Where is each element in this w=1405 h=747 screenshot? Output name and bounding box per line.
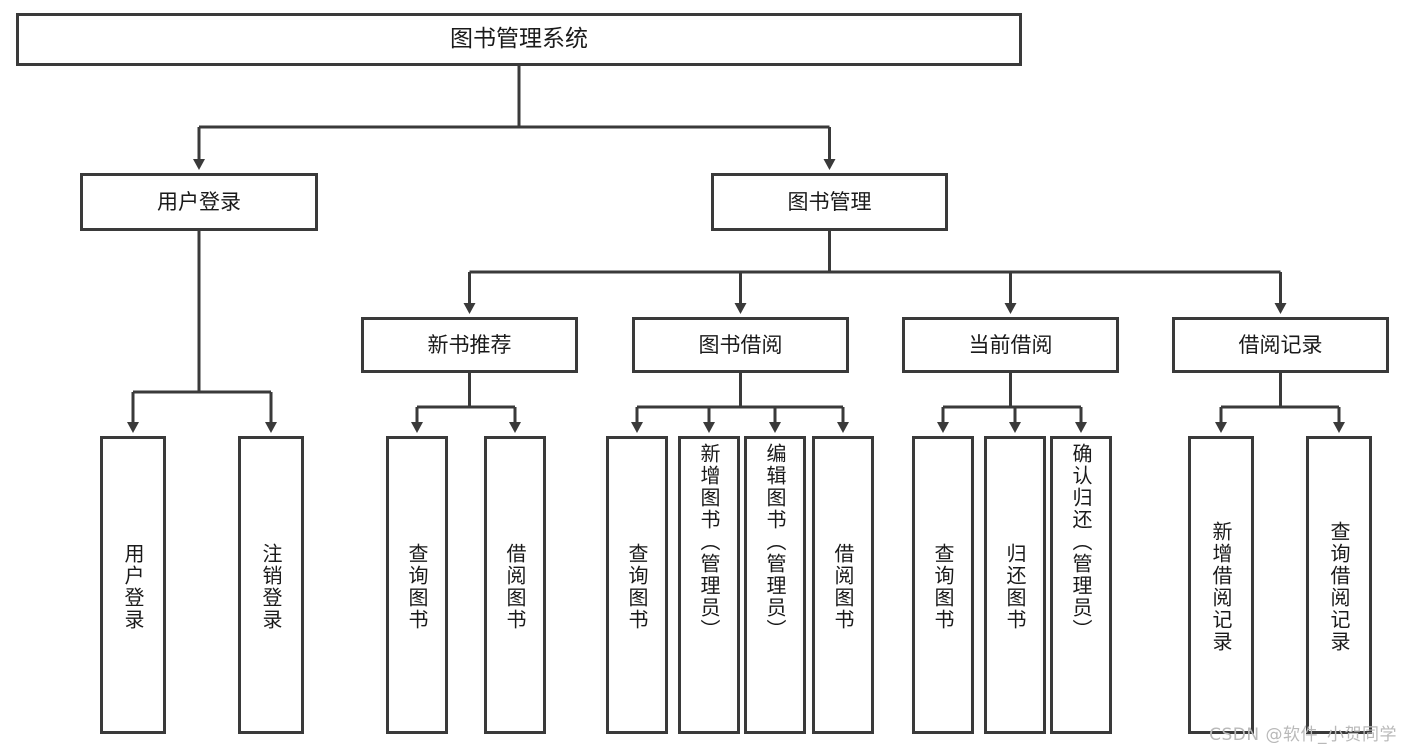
node-leaf-add-record-label: 新增借阅记录 — [1209, 521, 1233, 653]
node-leaf-query-book-3[interactable]: 查询图书 — [912, 436, 974, 734]
node-leaf-borrow-book-2[interactable]: 借阅图书 — [812, 436, 874, 734]
node-leaf-edit-book[interactable]: 编辑图书（管理员） — [744, 436, 806, 734]
node-book-manage-label: 图书管理 — [787, 189, 872, 214]
node-new-book-recommend[interactable]: 新书推荐 — [361, 317, 578, 373]
watermark-text: CSDN @软件_小贺同学 — [1209, 725, 1397, 745]
node-current-borrow[interactable]: 当前借阅 — [902, 317, 1119, 373]
node-user-login[interactable]: 用户登录 — [80, 173, 318, 231]
node-leaf-edit-book-label: 编辑图书（管理员） — [763, 443, 787, 641]
node-book-manage[interactable]: 图书管理 — [711, 173, 948, 231]
node-leaf-borrow-book-1[interactable]: 借阅图书 — [484, 436, 546, 734]
node-leaf-query-book-1[interactable]: 查询图书 — [386, 436, 448, 734]
node-leaf-borrow-book-2-label: 借阅图书 — [831, 543, 855, 631]
node-leaf-query-book-3-label: 查询图书 — [931, 543, 955, 631]
node-current-borrow-label: 当前借阅 — [968, 332, 1053, 357]
node-leaf-add-book[interactable]: 新增图书（管理员） — [678, 436, 740, 734]
node-leaf-query-book-2[interactable]: 查询图书 — [606, 436, 668, 734]
node-borrow-record[interactable]: 借阅记录 — [1172, 317, 1389, 373]
node-leaf-logout-label: 注销登录 — [259, 543, 283, 631]
node-leaf-query-book-2-label: 查询图书 — [625, 543, 649, 631]
node-user-login-label: 用户登录 — [157, 189, 241, 214]
node-borrow-record-label: 借阅记录 — [1238, 332, 1323, 357]
node-root[interactable]: 图书管理系统 — [16, 13, 1022, 66]
node-leaf-confirm-return[interactable]: 确认归还（管理员） — [1050, 436, 1112, 734]
node-book-borrow[interactable]: 图书借阅 — [632, 317, 849, 373]
node-leaf-return-book-label: 归还图书 — [1003, 543, 1027, 631]
node-leaf-query-record[interactable]: 查询借阅记录 — [1306, 436, 1372, 734]
node-leaf-user-login[interactable]: 用户登录 — [100, 436, 166, 734]
node-root-label: 图书管理系统 — [450, 26, 588, 53]
node-leaf-return-book[interactable]: 归还图书 — [984, 436, 1046, 734]
node-leaf-user-login-label: 用户登录 — [121, 543, 145, 631]
node-leaf-add-book-label: 新增图书（管理员） — [697, 443, 721, 641]
node-leaf-logout[interactable]: 注销登录 — [238, 436, 304, 734]
node-leaf-query-record-label: 查询借阅记录 — [1327, 521, 1351, 653]
node-leaf-borrow-book-1-label: 借阅图书 — [503, 543, 527, 631]
node-leaf-confirm-return-label: 确认归还（管理员） — [1069, 443, 1093, 641]
node-leaf-query-book-1-label: 查询图书 — [405, 543, 429, 631]
node-leaf-add-record[interactable]: 新增借阅记录 — [1188, 436, 1254, 734]
node-book-borrow-label: 图书借阅 — [698, 332, 783, 357]
node-new-book-recommend-label: 新书推荐 — [427, 332, 512, 357]
